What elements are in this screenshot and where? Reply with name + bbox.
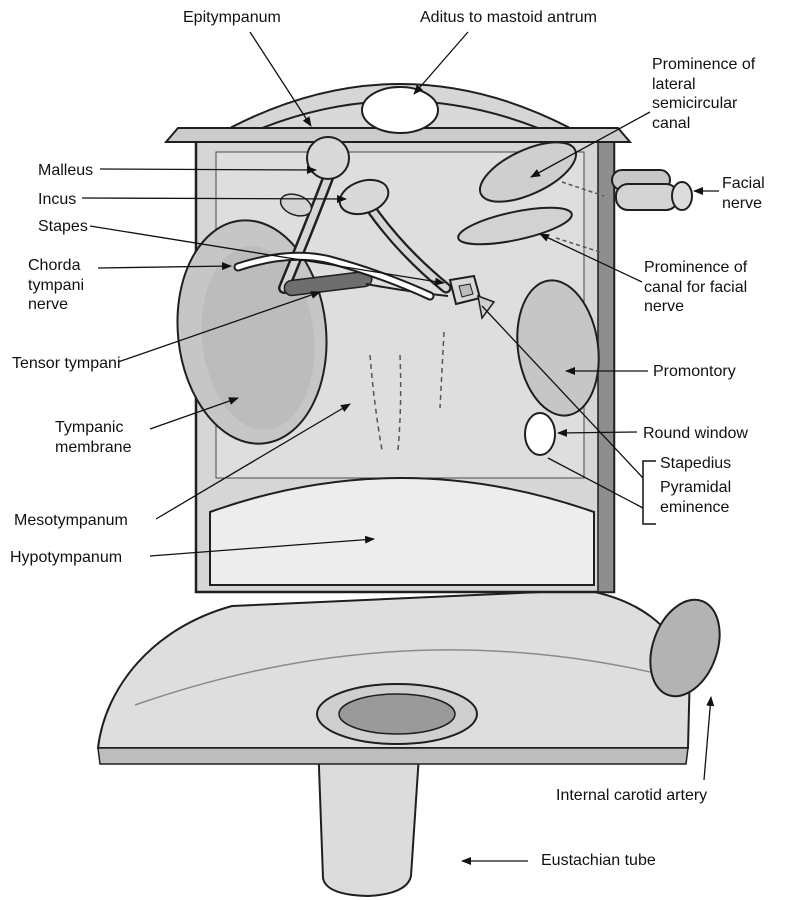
label-tensor-tympani: Tensor tympani: [12, 355, 121, 372]
label-round-window: Round window: [643, 425, 748, 442]
label-chorda-tympani-nerve: Chorda tympani nerve: [28, 257, 85, 314]
leader-hypotympanum: [149, 535, 375, 557]
epitympanum-roof: [163, 83, 633, 143]
carotid-shelf-shape: [96, 588, 692, 765]
label-prominence-lateral-semicircular-canal: Prominence of lateral semicircular canal: [652, 56, 756, 132]
aditus-opening-shape: [361, 86, 439, 134]
label-malleus: Malleus: [38, 162, 94, 179]
leader-prominence-lateral: [530, 111, 651, 178]
leader-lines: [81, 31, 719, 865]
leader-chorda-tympani: [97, 262, 232, 271]
eustachian-tube-shape: [316, 739, 422, 898]
label-internal-carotid-artery: Internal carotid artery: [556, 787, 708, 804]
leader-epitympanum: [249, 31, 312, 127]
leader-tympanic-membrane: [149, 397, 239, 430]
hypotympanum-floor-shape: [209, 477, 595, 586]
round-window-shape: [524, 412, 556, 456]
leader-pyramidal-eminence: [547, 457, 644, 509]
leader-round-window: [557, 428, 638, 437]
label-pyramidal-eminence: Pyramidal eminence: [660, 479, 732, 516]
stapes-shape: [448, 274, 482, 306]
leader-stapes: [89, 225, 445, 286]
label-epitympanum: Epitympanum: [183, 9, 281, 26]
pyramidal-eminence-shape: [477, 294, 496, 320]
malleus-lateral-fold: [279, 193, 313, 217]
label-eustachian-tube: Eustachian tube: [541, 852, 656, 869]
label-incus: Incus: [38, 191, 77, 208]
malleus-head-shape: [306, 136, 350, 180]
internal-carotid-knob-shape: [649, 598, 721, 698]
label-hypotympanum: Hypotympanum: [10, 549, 123, 566]
label-mesotympanum: Mesotympanum: [14, 512, 128, 529]
leader-prominence-canal-facial: [539, 233, 643, 283]
chorda-tympani-shape: [233, 251, 435, 301]
incus-body-shape: [338, 178, 390, 216]
ossicles-group: [278, 136, 452, 294]
label-prominence-canal-facial-nerve: Prominence of canal for facial nerve: [644, 259, 748, 316]
promontory-shape: [516, 279, 600, 417]
interior-dashed-lines: [369, 331, 445, 451]
facial-nerve-shape: [611, 169, 693, 211]
leader-internal-carotid: [703, 696, 715, 781]
label-facial-nerve: Facial nerve: [722, 175, 765, 212]
leader-stapedius: [481, 305, 644, 479]
label-promontory: Promontory: [653, 363, 736, 380]
label-tympanic-membrane: Tympanic membrane: [55, 419, 132, 456]
leader-tensor-tympani: [117, 291, 321, 363]
lateral-semicircular-canal-prominence-shape: [478, 141, 578, 203]
label-stapedius: Stapedius: [660, 455, 732, 472]
leader-aditus: [413, 31, 469, 95]
leader-malleus: [99, 165, 317, 174]
leader-incus: [81, 194, 347, 203]
leader-mesotympanum: [155, 403, 351, 520]
stapedius-bracket: [642, 460, 656, 525]
label-stapes: Stapes: [38, 218, 88, 235]
label-aditus-to-mastoid-antrum: Aditus to mastoid antrum: [420, 9, 597, 26]
facial-canal-prominence-shape: [457, 206, 573, 246]
